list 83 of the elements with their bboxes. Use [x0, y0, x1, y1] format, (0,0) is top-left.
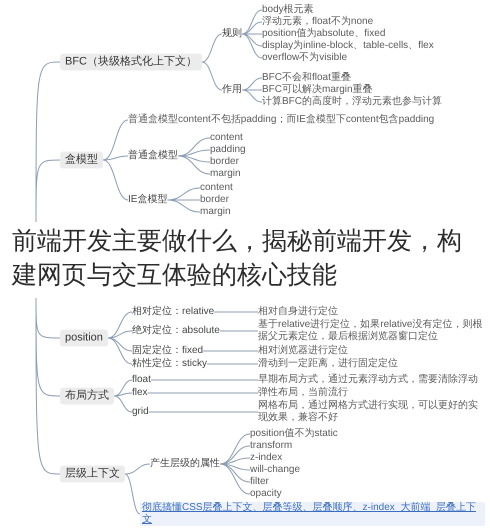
topic-label: position: [65, 332, 103, 344]
branch-label: 相对定位：relative: [132, 306, 214, 318]
branch-line: [36, 298, 60, 474]
branch-line: [220, 464, 250, 482]
branch-line: [242, 22, 262, 34]
leaf-text: content: [210, 132, 243, 144]
branch-line: [107, 338, 132, 364]
branch-label: 绝对定位：absolute: [132, 325, 220, 337]
branch-line: [36, 160, 60, 222]
branch-label: IE盒模型: [128, 194, 168, 206]
branch-label: 固定定位：fixed: [132, 345, 204, 357]
branch-label: 普通盒模型: [128, 150, 178, 162]
leaf-text: will-change: [250, 464, 300, 476]
branch-line: [102, 160, 128, 200]
leaf-text: body根元素: [262, 4, 314, 16]
leaf-text: display为inline-block、table-cells、flex: [262, 40, 434, 52]
leaf-text: BFC不会和float重叠: [262, 72, 351, 84]
leaf-text: 基于relative进行定位，如果relative没有定位，则根据父元素定位，最后根据浏览器窗口定位: [258, 319, 486, 343]
branch-line: [147, 392, 258, 394]
branch-line: [114, 396, 132, 412]
leaf-text: 普通盒模型content不包括padding；而IE盒模型下content包含padding: [128, 114, 434, 126]
leaf-text: content: [200, 182, 233, 194]
branch-label: grid: [132, 406, 149, 418]
topic-box: [60, 466, 125, 482]
branch-line: [242, 10, 262, 34]
leaf-text: opacity: [250, 488, 282, 500]
leaf-text: 网格布局，通过网格方式进行实现，可以更好的实现效果，兼容不好: [258, 400, 486, 424]
leaf-text: margin: [200, 206, 231, 218]
leaf-text: position值不为static: [250, 428, 338, 440]
topic-box: [60, 54, 202, 70]
topic-box: [60, 330, 108, 346]
branch-line: [242, 78, 262, 90]
topic-label: 层级上下文: [65, 468, 120, 480]
branch-line: [102, 120, 128, 160]
leaf-text: 浮动元素，float不为none: [262, 16, 374, 28]
link: 彻底搞懂CSS层叠上下文、层叠等级、层叠顺序、z-index_大前端_层叠上下文: [140, 502, 485, 526]
branch-label: 作用: [222, 84, 242, 96]
leaf-text: margin: [210, 168, 241, 180]
branch-line: [124, 464, 150, 474]
leaf-text: border: [210, 156, 239, 168]
title-heading: 前端开发主要做什么，揭秘前端开发，构建网页与交互体验的核心技能: [12, 226, 463, 291]
topic-label: BFC（块级格式化上下文）: [65, 56, 197, 68]
branch-line: [220, 464, 250, 494]
branch-line: [114, 392, 132, 396]
branch-label: flex: [132, 387, 148, 399]
branch-line: [107, 338, 132, 352]
leaf-text: border: [200, 194, 229, 206]
topic-box: [60, 152, 103, 168]
leaf-text: padding: [210, 144, 246, 156]
leaf-text: BFC可以解决margin重叠: [262, 84, 373, 96]
branch-line: [107, 312, 132, 338]
branch-line: [220, 446, 250, 464]
branch-line: [242, 34, 262, 58]
branch-line: [102, 156, 128, 160]
branch-line: [166, 200, 200, 212]
leaf-text: filter: [250, 476, 269, 488]
leaf-text: 相对自身进行定位: [258, 306, 338, 318]
branch-line: [220, 434, 250, 464]
leaf-text: overflow不为visible: [262, 52, 348, 64]
branch-label: 产生层级的属性: [150, 458, 220, 470]
branch-label: 粘性定位：sticky: [132, 358, 207, 370]
branch-label: float: [132, 374, 151, 386]
topic-box: [60, 388, 114, 404]
branch-line: [242, 90, 262, 102]
leaf-text: 计算BFC的高度时，浮动元素也参与计算: [262, 96, 442, 108]
leaf-text: position值为absolute、fixed: [262, 28, 386, 40]
branch-line: [124, 474, 140, 514]
leaf-text: 早期布局方式，通过元素浮动方式，需要清除浮动: [258, 374, 478, 386]
branch-line: [178, 156, 210, 174]
topic-label: 盒模型: [65, 154, 98, 166]
branch-line: [202, 62, 222, 90]
branch-line: [242, 34, 262, 46]
leaf-text: z-index: [250, 452, 282, 464]
branch-line: [219, 330, 258, 332]
branch-line: [114, 380, 132, 396]
leaf-text: 滑动到一定距离，进行固定定位: [258, 358, 398, 370]
branch-label: 规则: [222, 28, 242, 40]
topic-label: 布局方式: [65, 390, 109, 402]
branch-line: [202, 34, 222, 62]
leaf-text: 弹性布局，当前流行: [258, 387, 348, 399]
leaf-text: 相对浏览器进行定位: [258, 345, 348, 357]
branch-line: [202, 350, 258, 352]
leaf-text: transform: [250, 440, 292, 452]
